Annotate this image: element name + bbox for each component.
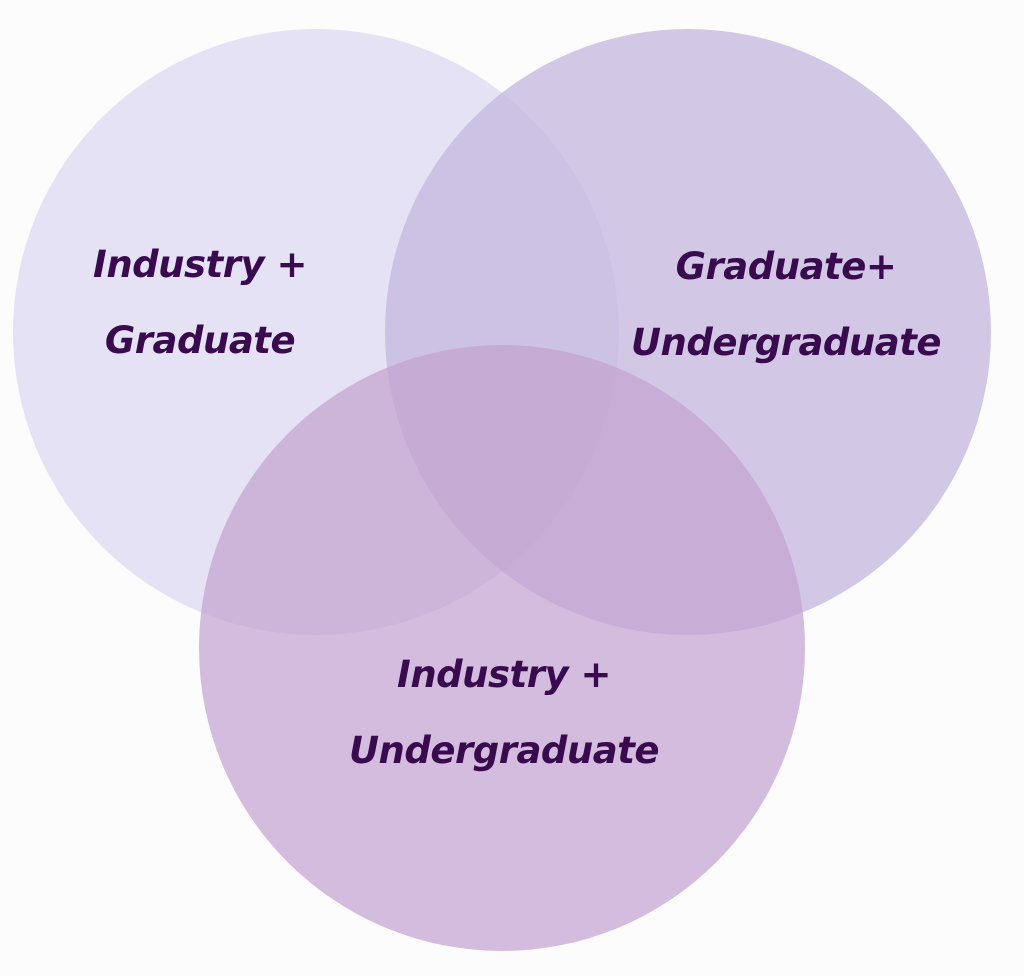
label-industry-undergraduate-line-2: Undergraduate: [349, 729, 660, 772]
label-graduate-undergraduate-line-1: Graduate+: [675, 245, 897, 288]
label-industry-graduate-line-1: Industry +: [93, 243, 307, 286]
label-graduate-undergraduate: Graduate+ Undergraduate: [631, 229, 942, 381]
label-industry-undergraduate-line-1: Industry +: [397, 653, 611, 696]
label-industry-undergraduate: Industry + Undergraduate: [349, 637, 660, 789]
label-industry-graduate: Industry + Graduate: [93, 227, 307, 379]
circle-industry-undergraduate: [199, 345, 805, 951]
label-industry-graduate-line-2: Graduate: [104, 319, 296, 362]
label-graduate-undergraduate-line-2: Undergraduate: [631, 321, 942, 364]
